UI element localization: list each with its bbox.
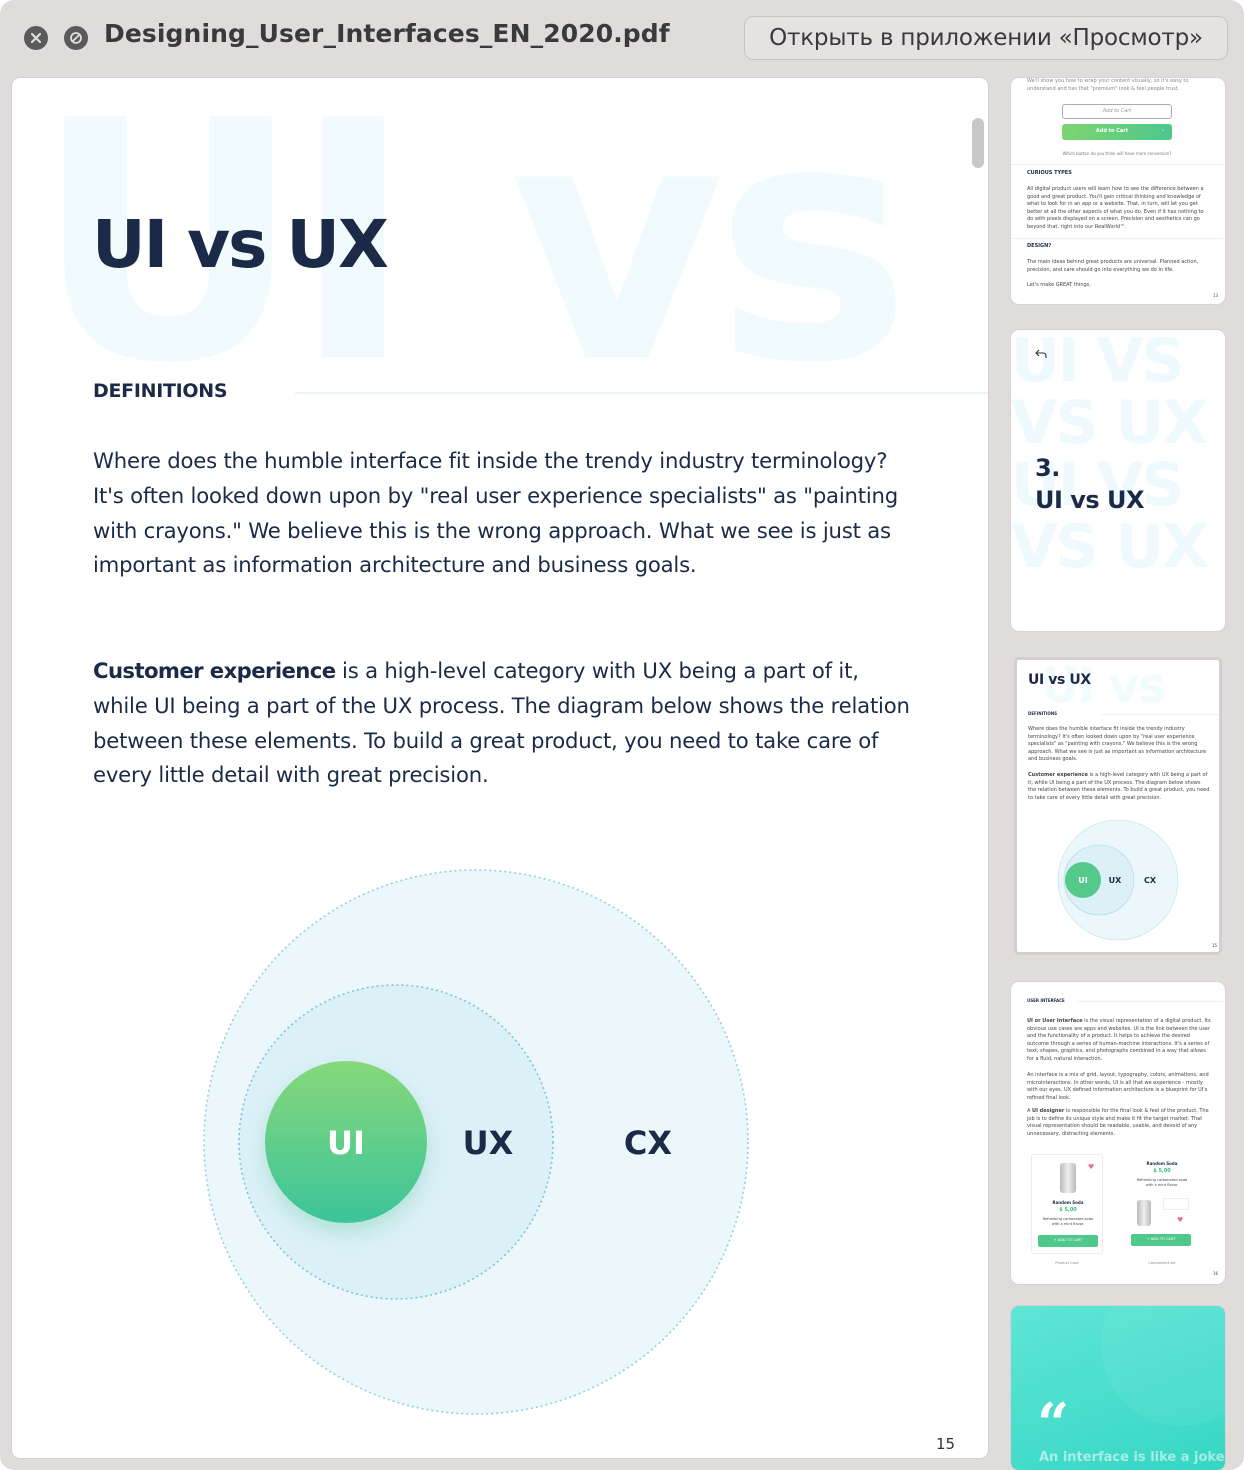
chapter-name: UI vs UX <box>1035 486 1145 514</box>
thumb-body-1: All digital product users will learn how… <box>1027 186 1204 230</box>
thumbnail-page-13[interactable]: We'll show you how to wrap your content … <box>1011 78 1225 304</box>
close-icon[interactable] <box>24 26 48 50</box>
thumb-body-text: A <box>1027 1108 1033 1114</box>
thumb-bold-term: UI or User Interface <box>1027 1018 1083 1024</box>
thumb-body-1: Where does the humble interface fit insi… <box>1028 726 1207 763</box>
watermark-line: VS UX <box>1011 512 1209 582</box>
thumb-body-2: An interface is a mix of grid, layout, t… <box>1027 1072 1209 1101</box>
cx-label: CX <box>624 1124 672 1162</box>
thumbnail-quote-page[interactable]: “ An interface is like a joke <box>1011 1306 1225 1470</box>
paragraph-text: is a high-level category with UX being a… <box>93 658 910 788</box>
thumb-body-3: A UI designer is responsible for the fin… <box>1027 1108 1211 1138</box>
thumb-ui: UI <box>1078 876 1087 885</box>
title-bar: Designing_User_Interfaces_EN_2020.pdf От… <box>0 0 1244 76</box>
section-label: DEFINITIONS <box>93 380 228 402</box>
heart-icon: ♥ <box>1088 1163 1095 1171</box>
file-name: Designing_User_Interfaces_EN_2020.pdf <box>104 19 670 48</box>
paragraph-customer-experience: Customer experience is a high-level cate… <box>93 654 913 793</box>
thumb-body-1: UI or User Interface is the visual repre… <box>1027 1018 1211 1064</box>
thumb-page-number: 16 <box>1213 1271 1219 1276</box>
thumb-box <box>1163 1198 1189 1210</box>
thumb-bold-term: UI designer <box>1032 1108 1065 1114</box>
thumb-watermark: UI VS VS UX UI VS VS UX <box>1011 330 1209 582</box>
watermark-line: UI VS <box>1011 450 1185 520</box>
section-divider <box>295 392 988 394</box>
ui-label: UI <box>327 1124 365 1162</box>
quote-icon: “ <box>1037 1391 1070 1457</box>
card-add-button: + ADD TO CART <box>1131 1234 1191 1246</box>
thumb-body-text: is responsible for the final look & feel… <box>1027 1108 1209 1137</box>
thumb-body-text: is the visual representation of a digita… <box>1027 1018 1211 1062</box>
card-button-label: + ADD TO CART <box>1146 1237 1176 1241</box>
thumb-chapter-title: 3. UI vs UX <box>1035 452 1145 516</box>
thumb-input: Add to Cart <box>1062 104 1172 119</box>
card-add-button: + ADD TO CART <box>1038 1235 1098 1247</box>
thumb-ux: UX <box>1109 876 1122 885</box>
card-button-label: + ADD TO CART <box>1053 1238 1083 1242</box>
watermark-line: VS UX <box>1011 388 1209 458</box>
thumb-caption: Which button do you think will have more… <box>1062 151 1172 156</box>
thumb-component-set: Random Soda $ 5,00 Refreshing carbonated… <box>1127 1154 1197 1254</box>
thumb-input-placeholder: Add to Cart <box>1102 108 1132 114</box>
card-desc: Refreshing carbonated soda with a mint f… <box>1042 1217 1094 1226</box>
back-arrow-icon <box>1035 344 1047 363</box>
caption-left: Product Card <box>1055 1261 1079 1265</box>
chevron-right-icon: › <box>1162 128 1164 134</box>
thumb-body-2: The main ideas behind great products are… <box>1027 259 1199 273</box>
card-name: Random Soda <box>1052 1200 1084 1205</box>
thumb-bold-term: Customer experience <box>1028 772 1088 778</box>
soda-can-icon <box>1137 1200 1151 1226</box>
card-price: $ 5,00 <box>1153 1168 1171 1174</box>
thumb-page-number: 13 <box>1213 293 1219 298</box>
page-watermark: UI vs U <box>34 78 988 435</box>
thumb-section: DEFINITIONS <box>1028 711 1057 716</box>
caption-right: Component set <box>1148 1261 1176 1265</box>
thumb-section-2: DESIGN? <box>1027 243 1052 249</box>
thumb-title: UI vs UX <box>1028 672 1091 688</box>
scrollbar-thumb[interactable] <box>972 118 984 168</box>
soda-can-icon <box>1060 1163 1076 1193</box>
thumb-cx: CX <box>1144 876 1157 885</box>
card-price: $ 5,00 <box>1059 1207 1077 1213</box>
pdf-page[interactable]: UI vs U UI vs UX DEFINITIONS Where does … <box>12 78 988 1458</box>
thumb-divider <box>1011 238 1225 239</box>
thumbnail-chapter-3[interactable]: UI VS VS UX UI VS VS UX 3. UI vs UX <box>1011 330 1225 631</box>
thumb-section-1: CURIOUS TYPES <box>1027 170 1072 176</box>
watermark-line: UI VS <box>1011 330 1185 396</box>
ux-label: UX <box>463 1124 514 1162</box>
thumb-body-text: is a high-level category with UX being a… <box>1028 772 1210 801</box>
open-in-preview-button[interactable]: Открыть в приложении «Просмотр» <box>744 16 1228 60</box>
thumb-section: USER INTERFACE <box>1027 998 1065 1003</box>
ui-ux-cx-diagram: UI UX CX <box>203 869 749 1415</box>
heart-icon: ♥ <box>1177 1216 1184 1224</box>
quote-text: An interface is like a joke <box>1039 1450 1225 1465</box>
page-number: 15 <box>936 1435 956 1453</box>
thumb-add-to-cart-button: Add to Cart › <box>1062 124 1172 140</box>
ui-circle <box>265 1061 427 1223</box>
thumbnail-page-15-selected[interactable]: UI vs UI vs UX DEFINITIONS Where does th… <box>1017 660 1219 952</box>
thumb-diagram: UI UX CX <box>1057 819 1179 941</box>
thumb-body-2: Customer experience is a high-level cate… <box>1028 772 1210 802</box>
thumb-watermark: UI vs <box>1041 660 1166 714</box>
thumb-body-3: Let's make GREAT things. <box>1027 282 1091 288</box>
thumb-button-label: Add to Cart <box>1095 128 1129 134</box>
paragraph-intro: Where does the humble interface fit insi… <box>93 448 899 578</box>
thumb-divider <box>1011 164 1225 165</box>
thumb-intro: We'll show you how to wrap your content … <box>1027 78 1189 92</box>
card-name: Random Soda <box>1146 1161 1178 1166</box>
bold-term: Customer experience <box>93 658 336 683</box>
thumb-divider <box>1101 714 1219 715</box>
thumb-page-number: 15 <box>1212 943 1218 948</box>
slash-circle-icon[interactable] <box>64 26 88 50</box>
thumb-product-card: ♥ Random Soda $ 5,00 Refreshing carbonat… <box>1031 1154 1103 1254</box>
card-desc: Refreshing carbonated soda with a mint f… <box>1136 1178 1188 1187</box>
thumbnail-page-16[interactable]: USER INTERFACE UI or User Interface is t… <box>1011 982 1225 1284</box>
chapter-number: 3. <box>1035 454 1060 482</box>
decor-circle <box>1101 1306 1225 1426</box>
page-title: UI vs UX <box>92 206 389 283</box>
thumb-divider <box>1077 1001 1225 1002</box>
